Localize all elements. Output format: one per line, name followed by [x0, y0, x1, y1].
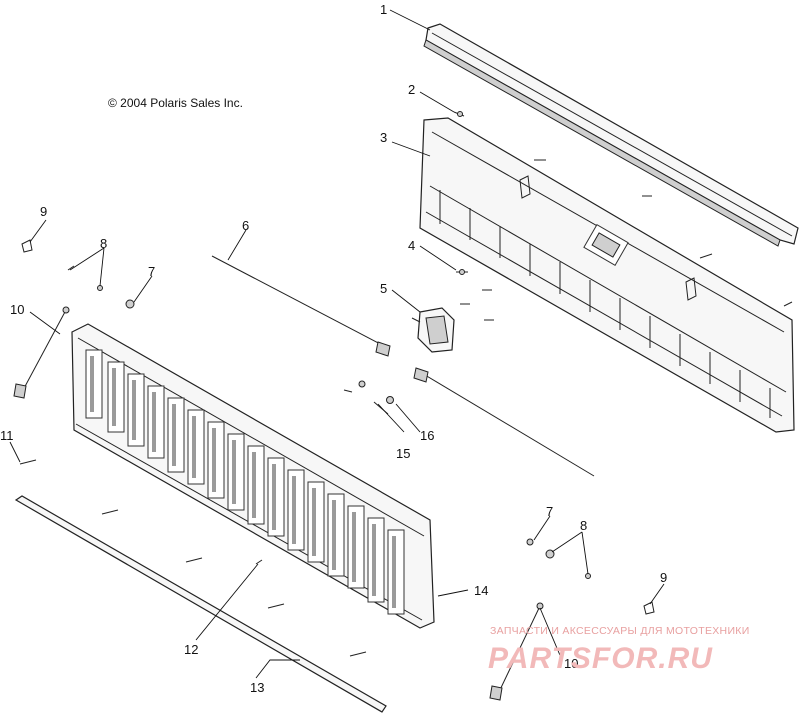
- callout-8-right: 8: [580, 518, 587, 533]
- copyright-text: © 2004 Polaris Sales Inc.: [108, 96, 243, 110]
- part-latch-handle: [411, 307, 455, 353]
- fasteners-center: [343, 380, 394, 415]
- callout-10-left: 10: [10, 302, 24, 317]
- panel-ribs: [85, 349, 405, 615]
- callout-6: 6: [242, 218, 249, 233]
- part-right-latch-rod: [413, 367, 595, 477]
- part-cable-left: [13, 306, 70, 399]
- callout-3: 3: [380, 130, 387, 145]
- part-bottom-rod: [14, 495, 387, 713]
- part-cable-right: [489, 602, 544, 701]
- watermark-tagline: ЗАПЧАСТИ И АКСЕССУАРЫ ДЛЯ МОТОТЕХНИКИ: [490, 625, 750, 637]
- callout-12: 12: [184, 642, 198, 657]
- callout-9-right: 9: [660, 570, 667, 585]
- callout-labels: 1 2 3 4 5 6 7 7 8 8 9 9 10 10 11 12 13 1…: [0, 2, 667, 695]
- callout-8-left: 8: [100, 236, 107, 251]
- callout-10-right: 10: [564, 656, 578, 671]
- part-left-latch-rod: [211, 255, 391, 357]
- callout-2: 2: [408, 82, 415, 97]
- callout-4: 4: [408, 238, 415, 253]
- callout-9-left: 9: [40, 204, 47, 219]
- callout-13: 13: [250, 680, 264, 695]
- part-outer-tailgate-panel: [71, 323, 435, 629]
- callout-15: 15: [396, 446, 410, 461]
- callout-7-right: 7: [546, 504, 553, 519]
- fasteners-upper: [453, 111, 793, 321]
- callout-5: 5: [380, 281, 387, 296]
- part-top-cap-rail: [423, 23, 799, 247]
- leader-lines: [9, 9, 665, 679]
- callout-14: 14: [474, 583, 488, 598]
- watermark: ЗАПЧАСТИ И АКСЕССУАРЫ ДЛЯ МОТОТЕХНИКИ PA…: [488, 625, 750, 675]
- callout-16: 16: [420, 428, 434, 443]
- watermark-brand: PARTSFOR.RU: [488, 642, 713, 675]
- callout-7-left: 7: [148, 264, 155, 279]
- part-inner-tailgate-panel: [419, 117, 795, 433]
- callout-1: 1: [380, 2, 387, 17]
- callout-11: 11: [0, 428, 14, 443]
- fasteners-misc: [19, 239, 655, 657]
